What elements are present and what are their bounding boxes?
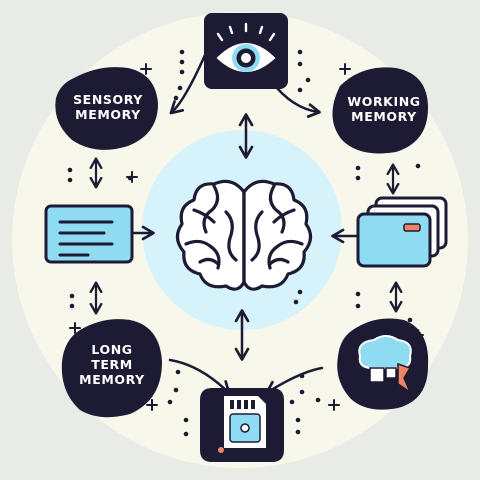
arrow-eye-to-sensory xyxy=(169,53,207,115)
working-label-line1: WORKING xyxy=(347,94,421,109)
sensory-memory-label: SENSORY MEMORY xyxy=(60,92,156,122)
long-term-label-line1: LONG xyxy=(91,342,133,357)
long-term-memory-blob xyxy=(61,319,162,418)
eye-node xyxy=(204,13,288,89)
brain-chip-icon xyxy=(358,335,412,395)
sd-card-icon xyxy=(224,396,266,448)
sensory-label-line1: SENSORY xyxy=(73,92,143,107)
long-term-label-line2: TERM xyxy=(91,357,133,372)
arrow-longterm-to-card xyxy=(168,358,231,395)
sensory-label-line2: MEMORY xyxy=(75,107,141,122)
eye-icon xyxy=(216,22,276,72)
brain-chip-node xyxy=(337,318,429,410)
working-memory-blob xyxy=(332,67,428,154)
text-card-icon xyxy=(44,204,134,264)
sd-card-node xyxy=(200,388,284,462)
sensory-memory-blob xyxy=(55,67,158,150)
long-term-label-line3: MEMORY xyxy=(79,372,145,387)
stacked-cards-icon xyxy=(356,196,448,268)
working-label-line2: MEMORY xyxy=(351,109,417,124)
brain-icon xyxy=(175,179,313,291)
working-memory-label: WORKING MEMORY xyxy=(336,94,432,124)
long-term-memory-label: LONG TERM MEMORY xyxy=(64,342,160,387)
